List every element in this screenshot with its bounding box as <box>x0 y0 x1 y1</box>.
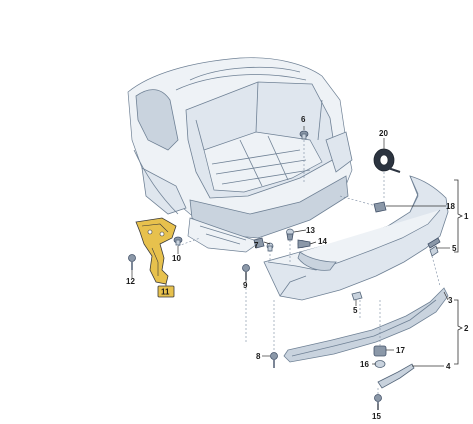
callout-10: 10 <box>172 254 181 263</box>
callout-14: 14 <box>318 237 327 246</box>
part-8-screw <box>270 352 278 368</box>
selected-callout-box <box>157 285 175 298</box>
callout-5: 5 <box>353 306 358 315</box>
fasteners <box>128 130 439 410</box>
assembly-lines <box>177 140 441 394</box>
callout-labels: 6 20 18 1 5 13 14 7 10 12 11 9 5 3 2 8 1… <box>126 115 469 421</box>
callout-5: 5 <box>452 244 457 253</box>
callout-11: 11 <box>161 288 170 297</box>
part-5-lower-clip <box>351 291 363 301</box>
part-4-trim-strip <box>377 363 415 389</box>
group-bracket-2 <box>454 299 463 365</box>
callout-6: 6 <box>301 115 306 124</box>
callout-8: 8 <box>256 352 261 361</box>
callout-7: 7 <box>254 241 259 250</box>
part-1-bumper-cover <box>263 175 449 301</box>
callout-13: 13 <box>306 226 315 235</box>
part-11-bracket-highlighted <box>135 217 177 285</box>
callout-17: 17 <box>396 346 405 355</box>
callout-12: 12 <box>126 277 135 286</box>
callout-15: 15 <box>372 412 381 421</box>
part-17-spacer <box>373 345 387 357</box>
part-12-screw <box>128 254 136 270</box>
group-bracket-1 <box>454 179 463 253</box>
callout-4: 4 <box>446 362 451 371</box>
part-20-tape-roll <box>373 148 401 173</box>
callout-20: 20 <box>379 129 388 138</box>
part-9-screw <box>242 264 250 280</box>
part-6-clip <box>299 130 309 140</box>
callout-9: 9 <box>243 281 248 290</box>
part-5-upper-clip <box>429 245 439 257</box>
vehicle-rear-body <box>127 57 353 253</box>
callout-18: 18 <box>446 202 455 211</box>
part-13-grommet <box>286 228 294 241</box>
part-10-clip <box>173 236 183 246</box>
callout-1: 1 <box>464 212 469 221</box>
part-18-clip <box>373 201 387 213</box>
callout-3: 3 <box>448 296 453 305</box>
part-14-screw <box>297 239 311 249</box>
part-16-nut <box>374 360 386 368</box>
callout-2: 2 <box>464 324 469 333</box>
callout-16: 16 <box>360 360 369 369</box>
leader-lines <box>131 126 450 410</box>
part-3-lower-spoiler <box>283 287 449 363</box>
